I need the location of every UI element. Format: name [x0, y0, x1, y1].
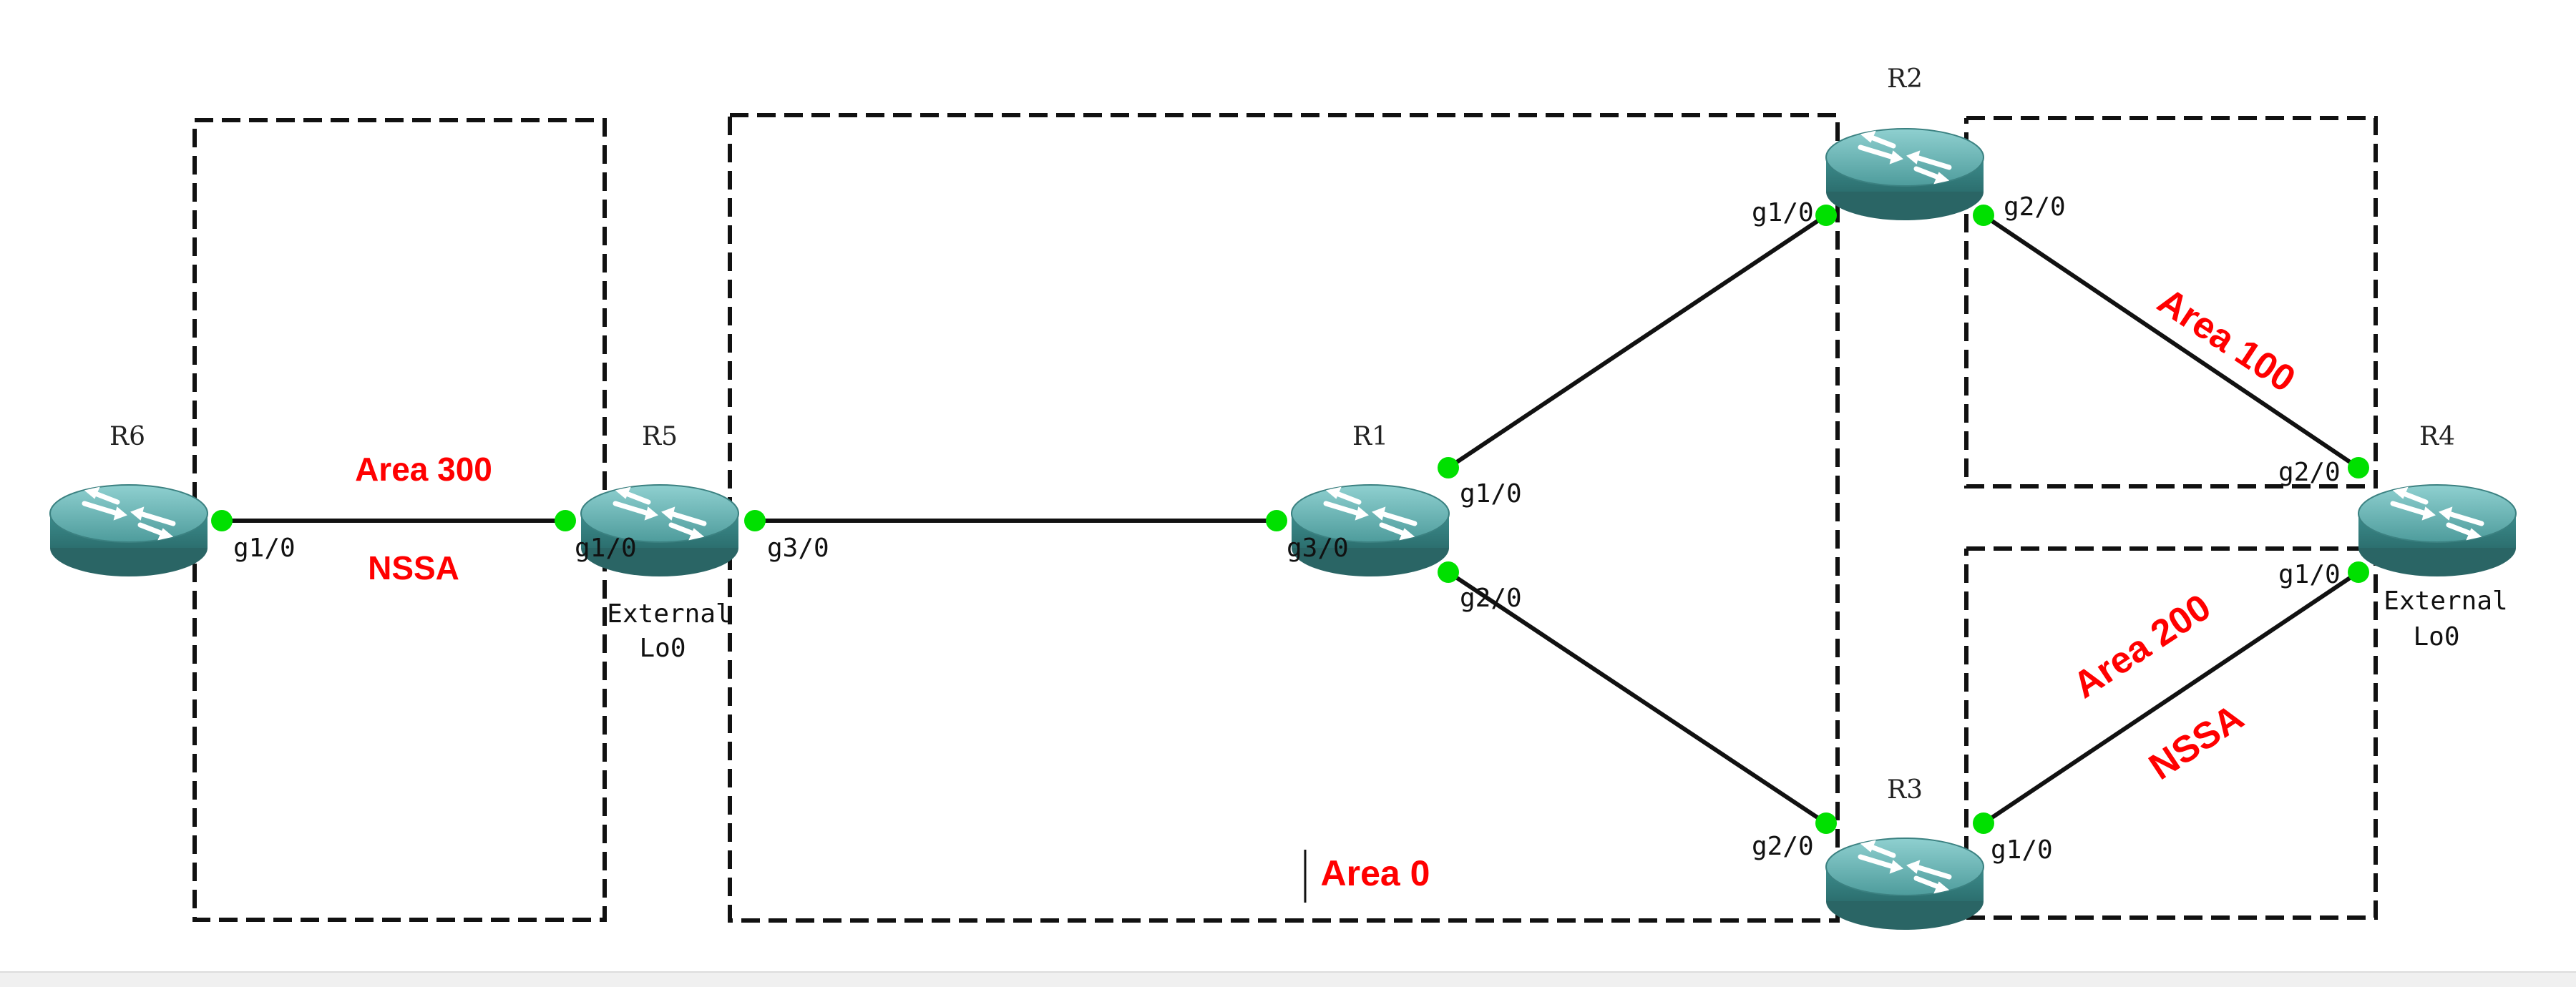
- port-dot-r4-g2[interactable]: [2348, 457, 2369, 478]
- bottom-scroll-bar[interactable]: [0, 971, 2576, 987]
- port-label-r2-g1: g1/0: [1752, 198, 1814, 227]
- router-label-r5: R5: [642, 422, 678, 451]
- port-dot-r6-g1[interactable]: [211, 510, 233, 531]
- router-r4-icon[interactable]: [2358, 485, 2516, 576]
- router-label-r1: R1: [1352, 422, 1388, 451]
- port-label-r4-g1: g1/0: [2278, 560, 2341, 589]
- port-dot-r2-g2[interactable]: [1973, 205, 1994, 226]
- port-dot-r1-g2[interactable]: [1438, 561, 1459, 583]
- port-label-r3-g2: g2/0: [1752, 832, 1814, 861]
- area-0-box: [728, 113, 1840, 923]
- router-label-r2: R2: [1887, 64, 1923, 94]
- router-label-r4: R4: [2419, 422, 2455, 451]
- link-r2-r4: [1982, 213, 2360, 470]
- port-dot-r1-g3[interactable]: [1266, 510, 1287, 531]
- router-r3-icon[interactable]: [1826, 838, 1984, 930]
- area-200-box: [1964, 546, 2378, 920]
- port-label-r4-g2: g2/0: [2278, 458, 2341, 487]
- area-300-type-label: NSSA: [368, 549, 459, 586]
- area-300-label: Area 300: [355, 451, 492, 488]
- external-label-r4: External: [2384, 586, 2507, 616]
- port-dot-r3-g2[interactable]: [1815, 812, 1837, 834]
- area-200-label: Area 200: [2066, 586, 2218, 707]
- external-label-r5: External: [607, 599, 731, 629]
- link-r1-r3: [1447, 570, 1828, 825]
- port-dot-r4-g1[interactable]: [2348, 561, 2369, 583]
- link-r3-r4: [1982, 570, 2360, 825]
- router-r6-icon[interactable]: [50, 485, 208, 576]
- port-label-r5-g3: g3/0: [767, 534, 829, 563]
- router-label-r6: R6: [109, 422, 145, 451]
- area-100-box: [1964, 116, 2378, 488]
- area-200-type-label: NSSA: [2142, 697, 2250, 788]
- port-dot-r1-g1[interactable]: [1438, 457, 1459, 478]
- port-label-r5-g1: g1/0: [575, 534, 637, 563]
- router-label-r3: R3: [1887, 775, 1923, 805]
- port-label-r6-g1: g1/0: [233, 534, 296, 563]
- lo0-label-r5: Lo0: [639, 634, 686, 663]
- port-dots: [211, 205, 2369, 834]
- port-label-r1-g3: g3/0: [1287, 534, 1349, 563]
- port-label-r1-g2: g2/0: [1460, 584, 1522, 613]
- port-label-r1-g1: g1/0: [1460, 479, 1522, 509]
- port-dot-r3-g1[interactable]: [1973, 812, 1994, 834]
- lo0-label-r4: Lo0: [2413, 622, 2459, 652]
- port-dot-r5-g3[interactable]: [744, 510, 766, 531]
- port-label-r3-g1: g1/0: [1991, 835, 2053, 865]
- area-0-label: Area 0: [1321, 853, 1430, 893]
- area-100-label: Area 100: [2150, 280, 2303, 401]
- router-r2-icon[interactable]: [1826, 129, 1984, 220]
- link-r1-r2: [1447, 213, 1828, 470]
- port-dot-r5-g1[interactable]: [555, 510, 576, 531]
- port-dot-r2-g1[interactable]: [1815, 205, 1837, 226]
- port-label-r2-g2: g2/0: [2004, 192, 2066, 222]
